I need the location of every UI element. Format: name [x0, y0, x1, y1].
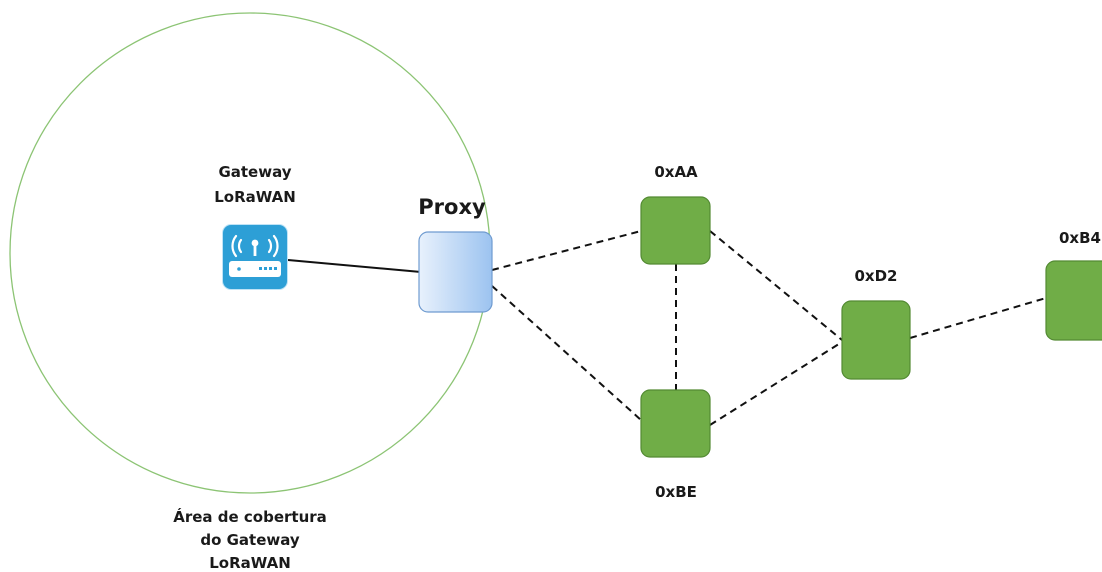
link-d2-b4 — [909, 297, 1047, 339]
node-d2-label: 0xD2 — [854, 267, 897, 285]
proxy-label: Proxy — [418, 195, 486, 219]
link-be-d2 — [709, 341, 843, 426]
link-aa-d2 — [709, 230, 843, 341]
node-b4-label: 0xB4 — [1059, 229, 1101, 247]
node-b4[interactable] — [1045, 260, 1102, 341]
coverage-caption-line-1: Área de cobertura — [173, 507, 327, 526]
link-proxy-be — [491, 285, 642, 421]
node-aa[interactable] — [640, 196, 711, 265]
gateway-title-line-2: LoRaWAN — [214, 188, 296, 206]
proxy-node[interactable] — [418, 231, 493, 313]
link-gateway-proxy — [287, 259, 422, 273]
node-aa-label: 0xAA — [654, 163, 698, 181]
links-layer — [287, 230, 1047, 426]
node-d2[interactable] — [841, 300, 911, 380]
link-proxy-aa — [491, 230, 642, 271]
wireless-router-icon[interactable] — [222, 224, 288, 290]
node-be[interactable] — [640, 389, 711, 458]
coverage-caption-line-2: do Gateway — [200, 531, 300, 549]
gateway-title-line-1: Gateway — [218, 163, 291, 181]
coverage-caption-line-3: LoRaWAN — [209, 554, 291, 572]
node-be-label: 0xBE — [655, 483, 697, 501]
